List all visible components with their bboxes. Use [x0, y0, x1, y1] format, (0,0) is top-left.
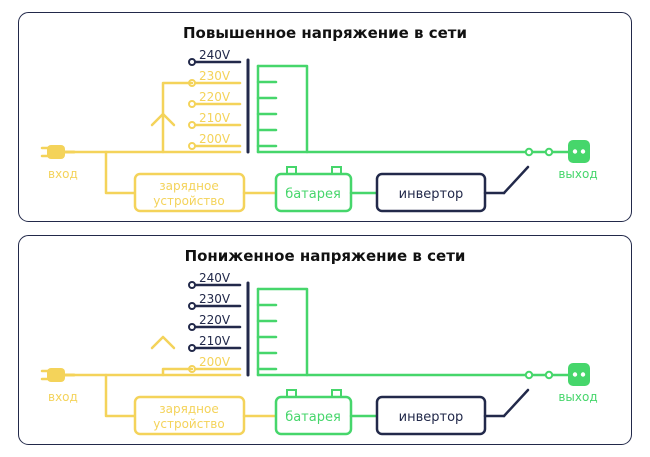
switch-node — [544, 147, 554, 157]
secondary-frame — [256, 287, 309, 377]
panel-high-voltage: Повышенное напряжение в сети 240V 230V 220V… — [18, 12, 632, 222]
charger-feed — [104, 373, 137, 418]
plug-body — [47, 368, 65, 382]
switch-node — [544, 370, 554, 380]
tap-node — [188, 121, 196, 129]
socket-hole — [580, 372, 586, 377]
inverter-label: инвертор — [399, 410, 464, 425]
selector-riser — [161, 367, 194, 377]
tap-label: 230V — [199, 292, 231, 306]
panel-frame — [18, 235, 632, 445]
inverter-label: инвертор — [399, 187, 464, 202]
charger-label: устройство — [153, 194, 224, 208]
socket-hole — [572, 149, 578, 154]
tap-label: 210V — [199, 334, 231, 348]
socket-icon — [568, 363, 590, 386]
socket-hole — [580, 149, 586, 154]
charger-label: зарядное — [159, 402, 218, 416]
panel-frame — [18, 12, 632, 222]
switch-node — [524, 370, 534, 380]
battery-label: батарея — [285, 410, 341, 425]
tap-node — [188, 100, 196, 108]
switch-lever — [502, 165, 530, 195]
charger-label: зарядное — [159, 179, 218, 193]
charger-feed — [104, 150, 137, 195]
tap-label: 230V — [199, 69, 231, 83]
plug-icon — [40, 145, 76, 159]
input-label: вход — [48, 167, 78, 181]
tap-label: 220V — [199, 313, 231, 327]
tap-node — [188, 142, 196, 150]
selector-riser — [161, 81, 194, 154]
panel-title: Повышенное напряжение в сети — [183, 24, 467, 42]
plug-icon — [40, 368, 76, 382]
socket-hole — [572, 372, 578, 377]
socket-icon — [568, 140, 590, 163]
plug-body — [47, 145, 65, 159]
panel-low-voltage: Пониженное напряжение в сети 240V 230V 220V… — [18, 235, 632, 445]
battery-label: батарея — [285, 187, 341, 202]
tap-label: 200V — [199, 132, 231, 146]
tap-node — [188, 302, 196, 310]
panel-title: Пониженное напряжение в сети — [185, 247, 466, 265]
socket-body — [568, 140, 590, 163]
tap-node — [188, 58, 196, 66]
tap-label: 210V — [199, 111, 231, 125]
input-label: вход — [48, 390, 78, 404]
selector-arrow — [150, 335, 176, 350]
switch-lever — [502, 388, 530, 418]
output-label: выход — [558, 390, 597, 404]
tap-node — [188, 281, 196, 289]
switch-node — [524, 147, 534, 157]
socket-body — [568, 363, 590, 386]
tap-label: 240V — [199, 48, 231, 62]
tap-label: 220V — [199, 90, 231, 104]
secondary-frame — [256, 64, 309, 154]
selector-arrow — [150, 112, 176, 127]
tap-label: 240V — [199, 271, 231, 285]
tap-label: 200V — [199, 355, 231, 369]
charger-label: устройство — [153, 417, 224, 431]
tap-node — [188, 323, 196, 331]
output-label: выход — [558, 167, 597, 181]
tap-node — [188, 344, 196, 352]
